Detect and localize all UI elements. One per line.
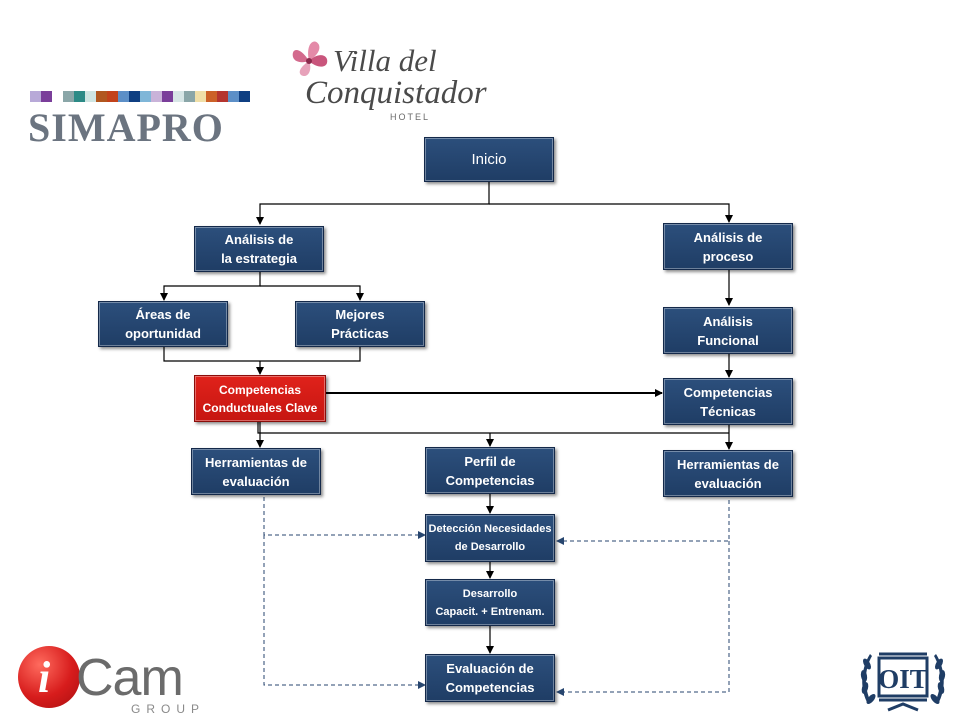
node-herramientas-derecha: Herramientas de evaluación — [663, 450, 793, 497]
villa-del-conquistador-logo: Villa del Conquistador HOTEL — [285, 35, 487, 125]
stripe-swatch — [151, 91, 162, 102]
stripe-swatch — [173, 91, 184, 102]
laurel-icon — [860, 654, 946, 704]
stripe-swatch — [118, 91, 129, 102]
icam-group-text: GROUP — [131, 702, 206, 716]
stripe-swatch — [129, 91, 140, 102]
node-competencias-tecnicas: Competencias Técnicas — [663, 378, 793, 425]
node-analisis-proceso: Análisis de proceso — [663, 223, 793, 270]
node-deteccion-necesidades: Detección Necesidades de Desarrollo — [425, 514, 555, 562]
color-stripe — [30, 91, 250, 102]
dashed-right-deteccion — [556, 500, 730, 545]
hotel-name-line1: Villa del — [333, 43, 437, 78]
stripe-swatch — [85, 91, 96, 102]
stripe-swatch — [162, 91, 173, 102]
node-perfil-competencias: Perfil de Competencias — [425, 447, 555, 494]
stripe-swatch — [239, 91, 250, 102]
stripe-swatch — [63, 91, 74, 102]
stripe-swatch — [184, 91, 195, 102]
node-evaluacion-competencias: Evaluación de Competencias — [425, 654, 555, 702]
connector-merge — [163, 347, 361, 362]
stripe-swatch — [228, 91, 239, 102]
stripe-swatch — [217, 91, 228, 102]
connector-to-perfil — [257, 422, 729, 446]
icam-ball-icon: i — [18, 646, 80, 708]
icam-group-logo: i Cam GROUP — [18, 642, 213, 718]
stripe-swatch — [74, 91, 85, 102]
node-analisis-funcional: Análisis Funcional — [663, 307, 793, 354]
stripe-swatch — [107, 91, 118, 102]
stripe-swatch — [195, 91, 206, 102]
node-mejores-practicas: Mejores Prácticas — [295, 301, 425, 347]
flower-icon — [292, 41, 328, 77]
stripe-swatch — [96, 91, 107, 102]
stripe-swatch — [30, 91, 41, 102]
connector-inicio-right — [489, 203, 733, 223]
icam-word: Cam — [76, 649, 184, 707]
oit-logo: OIT — [860, 652, 946, 712]
connector-estrategia — [160, 272, 261, 301]
stripe-swatch — [52, 91, 63, 102]
page-title: SIMAPRO — [28, 105, 224, 150]
stripe-swatch — [206, 91, 217, 102]
node-inicio: Inicio — [424, 137, 554, 182]
oit-text: OIT — [878, 664, 928, 694]
node-areas-oportunidad: Áreas de oportunidad — [98, 301, 228, 347]
dashed-left-evaluacion — [263, 535, 426, 689]
stripe-swatch — [41, 91, 52, 102]
node-analisis-estrategia: Análisis de la estrategia — [194, 226, 324, 272]
hotel-name-line2: Conquistador — [305, 75, 487, 111]
hotel-subtitle: HOTEL — [390, 112, 431, 122]
node-desarrollo: Desarrollo Capacit. + Entrenam. — [425, 579, 555, 626]
dashed-left-deteccion — [263, 497, 426, 539]
connector-inicio — [256, 182, 490, 225]
stripe-swatch — [140, 91, 151, 102]
node-herramientas-izquierda: Herramientas de evaluación — [191, 448, 321, 495]
node-competencias-conductuales: Competencias Conductuales Clave — [194, 375, 326, 422]
dashed-right-evaluacion — [556, 541, 730, 696]
connector-estrategia-mejores — [260, 285, 364, 301]
